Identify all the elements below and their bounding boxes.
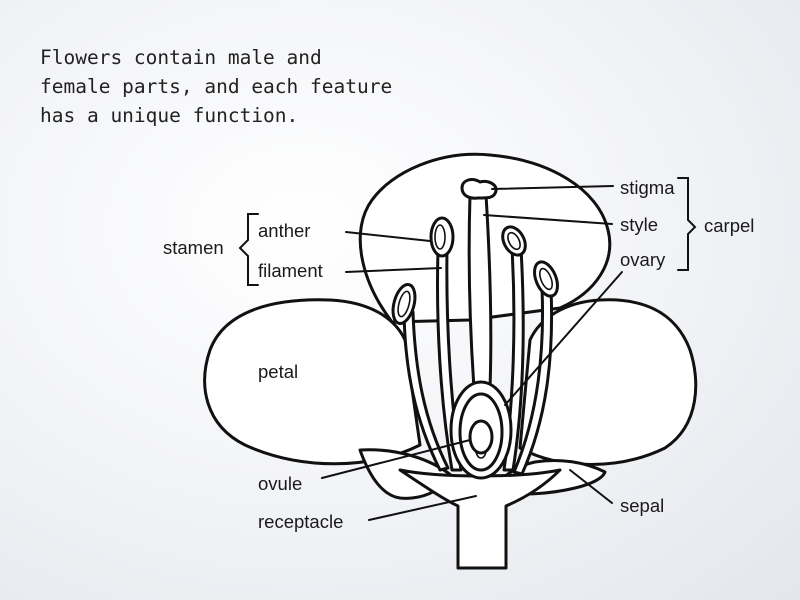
label-anther: anther: [258, 220, 310, 241]
style-shape: [467, 193, 493, 390]
filament-far-right: [512, 286, 554, 476]
filament-right: [502, 246, 525, 472]
stigma-shape: [460, 178, 498, 200]
leader-style: [483, 214, 613, 225]
anther-far-left: [391, 283, 417, 325]
front-petal-right: [518, 298, 698, 466]
label-ovule: ovule: [258, 473, 302, 494]
leader-sepal: [569, 469, 613, 504]
label-ovary: ovary: [620, 249, 666, 270]
leader-ovary: [504, 271, 623, 406]
label-sepal: sepal: [620, 495, 664, 516]
anther-left: [429, 216, 455, 258]
caption: Flowers contain male and female parts, a…: [40, 43, 400, 130]
filament-far-left: [402, 310, 450, 472]
leader-ovule: [321, 439, 471, 479]
front-petal-left: [203, 298, 422, 466]
label-filament: filament: [258, 260, 323, 281]
label-stigma: stigma: [620, 177, 675, 198]
caption-line-3: has a unique function.: [40, 104, 299, 127]
label-receptacle: receptacle: [258, 511, 343, 532]
leader-anther: [345, 231, 431, 242]
filament-left: [436, 248, 463, 472]
caption-line-2: female parts, and each feature: [40, 75, 393, 98]
label-carpel: carpel: [704, 215, 754, 236]
anther-far-right: [533, 260, 559, 298]
label-stamen: stamen: [163, 237, 224, 258]
leader-stigma: [491, 185, 614, 190]
carpel-brace: [677, 177, 697, 271]
label-petal: petal: [258, 361, 298, 382]
leader-filament: [345, 267, 442, 273]
receptacle-shape: [398, 468, 562, 570]
stamen-brace: [238, 213, 259, 286]
ovule-stalk: [475, 451, 487, 459]
leader-receptacle: [368, 495, 477, 521]
ovule-shape: [468, 419, 494, 455]
anther-right: [501, 225, 527, 257]
label-style: style: [620, 214, 658, 235]
caption-line-1: Flowers contain male and: [40, 46, 322, 69]
